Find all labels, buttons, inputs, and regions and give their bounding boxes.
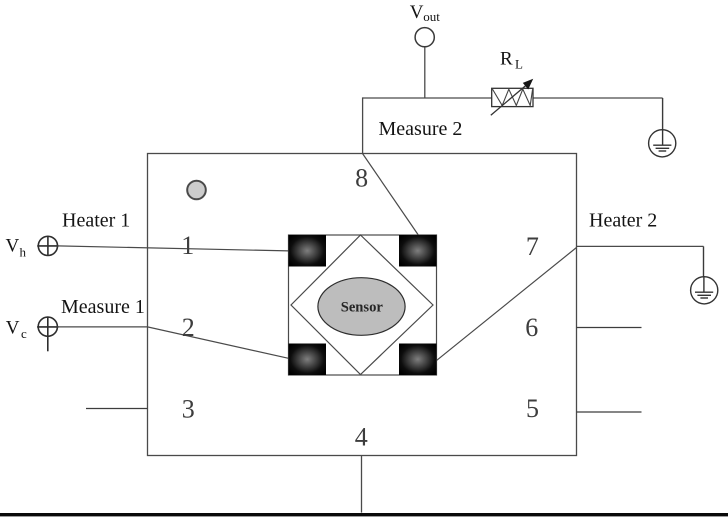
svg-text:out: out (423, 9, 440, 24)
svg-text:7: 7 (526, 232, 539, 261)
svg-text:V: V (6, 236, 20, 257)
svg-text:Measure 2: Measure 2 (379, 118, 463, 140)
svg-text:5: 5 (526, 394, 539, 423)
svg-text:V: V (410, 2, 424, 23)
svg-text:Heater 2: Heater 2 (589, 209, 657, 231)
svg-text:V: V (6, 318, 20, 339)
svg-text:h: h (20, 245, 27, 260)
svg-text:6: 6 (525, 313, 538, 342)
svg-text:c: c (21, 326, 27, 341)
svg-text:8: 8 (355, 163, 368, 192)
svg-text:3: 3 (182, 395, 195, 424)
svg-text:Measure 1: Measure 1 (61, 296, 145, 318)
svg-text:R: R (500, 49, 513, 70)
svg-text:Sensor: Sensor (341, 300, 384, 316)
svg-text:1: 1 (181, 231, 194, 260)
svg-text:L: L (515, 57, 523, 72)
svg-text:Heater 1: Heater 1 (62, 209, 130, 231)
svg-text:2: 2 (182, 313, 195, 342)
svg-text:4: 4 (355, 423, 368, 452)
